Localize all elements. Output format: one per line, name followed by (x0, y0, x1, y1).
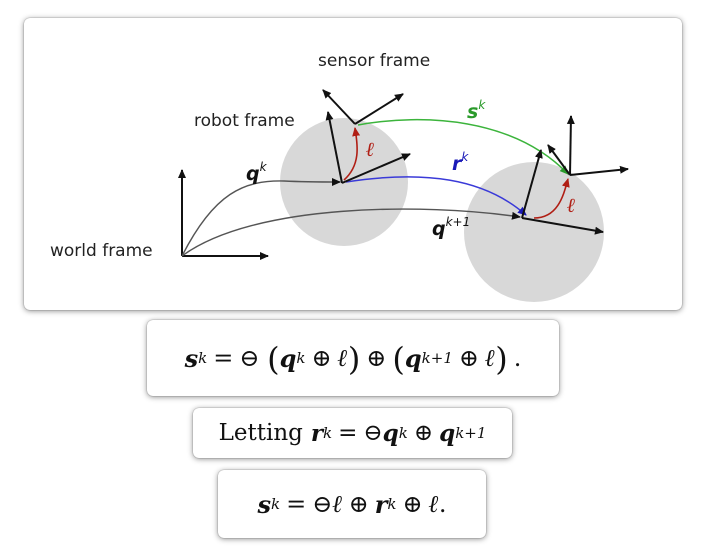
eq3-period: . (438, 490, 447, 518)
eq3-ell-2: ℓ (428, 489, 439, 518)
sensor-frame-label: sensor frame (318, 51, 430, 71)
eq1-q-1: q (279, 343, 297, 373)
robot-frame-label: robot frame (194, 111, 295, 131)
ell-label-k: ℓ (366, 137, 375, 161)
r-k-label: rk (452, 150, 469, 175)
robot-body-k1 (464, 162, 604, 302)
world-frame-axes (178, 169, 269, 260)
eq2-r-sup: k (322, 424, 333, 442)
robot-frame-k-axes (325, 111, 411, 184)
q-k-path (181, 177, 341, 257)
diagram-panel: sensor frame robot frame world frame qk … (24, 18, 682, 310)
eq1-oplus-1: ⊕ (311, 344, 332, 372)
eq2-q-2: q (439, 419, 456, 447)
q-k1-label: qk+1 (432, 215, 470, 240)
robot-frame-k1-axes (521, 149, 604, 235)
eq3-s-sup: k (271, 495, 281, 513)
eq1-oplus-3: ⊕ (458, 344, 479, 372)
q-k-label: qk (246, 160, 268, 185)
eq1-s: s (184, 343, 199, 373)
eq1-ell-1: ℓ (337, 343, 348, 372)
eq2-ominus: ⊖ (363, 420, 383, 446)
eq3-s: s (257, 489, 272, 519)
s-k-path (357, 118, 569, 175)
eq2-r: r (310, 419, 323, 447)
eq1-period: . (513, 344, 522, 372)
frames-diagram: sensor frame robot frame world frame qk … (50, 51, 629, 302)
eq1-q-2-sup: k+1 (421, 349, 453, 367)
eq3-r: r (374, 489, 388, 519)
r-k-path (345, 176, 527, 216)
world-frame-label: world frame (50, 241, 153, 261)
eq1-equals: = (213, 344, 234, 372)
ell-arc-k1 (533, 178, 570, 219)
eq3-ell-1: ℓ (332, 489, 343, 518)
eq2-letting-text: Letting (218, 420, 303, 446)
eq1-ell-2: ℓ (484, 343, 496, 372)
eq3-r-sup: k (387, 495, 397, 513)
q-k1-path (181, 208, 521, 257)
eq3-ominus: ⊖ (312, 490, 333, 518)
ell-label-k1: ℓ (567, 193, 576, 217)
eq2-q-1: q (382, 419, 399, 447)
eq3-oplus-1: ⊕ (348, 490, 369, 518)
s-k-label: sk (467, 98, 486, 123)
eq2-equals: = (338, 420, 358, 446)
eq1-q-1-sup: k (296, 349, 306, 367)
sensor-frame-k1-axes (547, 115, 629, 176)
eq2-q-2-sup: k+1 (455, 424, 487, 442)
sensor-frame-axes (322, 89, 404, 125)
eq3-oplus-2: ⊕ (402, 490, 423, 518)
eq1-ominus: ⊖ (239, 344, 260, 372)
eq3-equals: = (286, 490, 307, 518)
eq1-s-sup: k (198, 349, 208, 367)
eq1-q-2: q (404, 343, 422, 373)
eq1-oplus-2: ⊕ (366, 344, 387, 372)
ell-arc-k (343, 127, 361, 181)
eq2-oplus: ⊕ (413, 420, 434, 446)
eq2-q-1-sup: k (398, 424, 408, 442)
